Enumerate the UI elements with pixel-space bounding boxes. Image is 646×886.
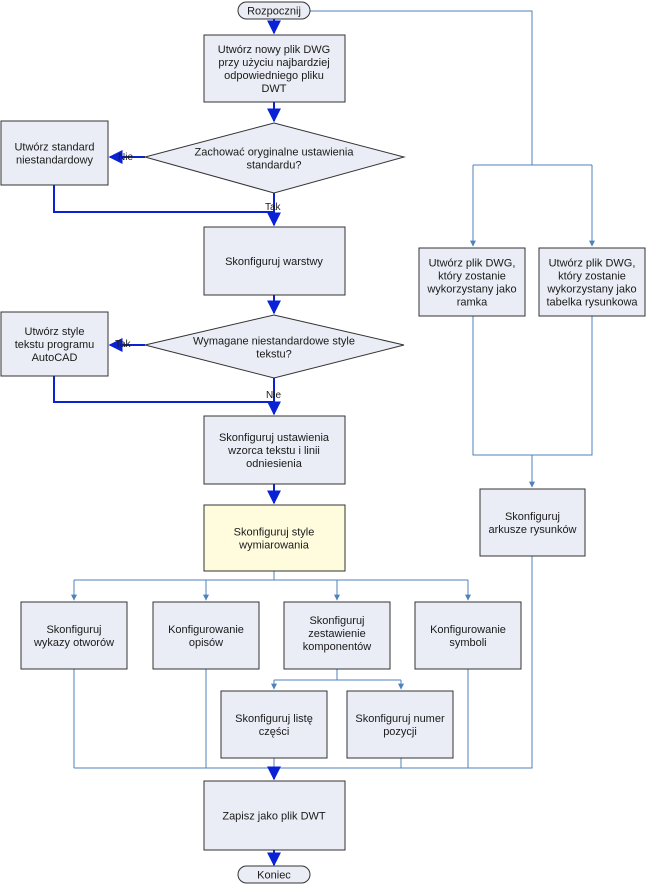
text-line: pozycji <box>383 726 417 738</box>
labels: Rozpocznij Koniec Nie Tak Tak Nie Utwórz… <box>14 6 638 882</box>
configure-dim-styles-box[interactable] <box>203 504 346 572</box>
text-line: arkusze rysunków <box>488 524 576 536</box>
text-line: komponentów <box>303 641 372 653</box>
text-line: Utwórz plik DWG, <box>429 258 516 270</box>
text-line: wykorzystany jako <box>546 284 636 296</box>
label-nie-decision2: Nie <box>266 390 281 401</box>
text-line: Skonfiguruj ustawienia <box>219 432 330 444</box>
text-line: przy użyciu najbardziej <box>218 57 329 69</box>
text-line: ramka <box>457 297 488 309</box>
configure-symbols-box[interactable] <box>414 601 522 670</box>
text-line: Utwórz style <box>25 326 85 338</box>
text-line: odpowiedniego pliku <box>224 70 324 82</box>
create-dwg-box[interactable] <box>203 34 346 103</box>
label-nie-decision1: Nie <box>118 152 133 163</box>
label-tak-decision1: Tak <box>265 202 282 213</box>
text-line: symboli <box>449 637 486 649</box>
text-line: Utwórz plik DWG, <box>549 258 636 270</box>
connector-custom-merge <box>53 185 274 213</box>
save-dwt-box[interactable] <box>203 780 346 851</box>
connector-textstyles-merge <box>53 376 274 403</box>
create-custom-standard-box[interactable] <box>0 120 109 186</box>
start-terminator[interactable] <box>237 1 311 20</box>
start-label: Rozpocznij <box>247 6 301 18</box>
text-line: Utwórz standard <box>14 142 94 154</box>
text-line: Skonfiguruj warstwy <box>225 256 323 268</box>
create-titleblock-dwg-box[interactable] <box>538 247 646 317</box>
text-line: tekstu programu <box>15 339 94 351</box>
configure-parts-list-box[interactable] <box>220 690 328 759</box>
configure-layers-box[interactable] <box>203 226 346 296</box>
text-line: Skonfiguruj style <box>234 527 315 539</box>
text-styles-required-decision[interactable] <box>144 314 405 379</box>
text-line: Skonfiguruj <box>46 624 101 636</box>
text-line: AutoCAD <box>32 352 78 364</box>
text-line: wykorzystany jako <box>426 284 516 296</box>
configure-layers-text: Skonfiguruj warstwy <box>225 256 323 268</box>
end-terminator[interactable] <box>237 865 311 884</box>
save-dwt-text: Zapisz jako plik DWT <box>222 811 326 823</box>
text-line: Zapisz jako plik DWT <box>222 811 326 823</box>
text-line: Skonfiguruj <box>505 511 560 523</box>
text-line: części <box>259 726 290 738</box>
end-label: Koniec <box>257 870 291 882</box>
text-line: zestawienie <box>308 628 365 640</box>
configure-notes-box[interactable] <box>152 601 260 670</box>
configure-balloons-box[interactable] <box>346 690 454 759</box>
text-line: Wymagane niestandardowe style <box>193 336 355 348</box>
text-line: który zostanie <box>438 271 506 283</box>
text-line: Skonfiguruj numer <box>355 713 445 725</box>
connector-frame-merge <box>472 316 593 456</box>
keep-standards-decision[interactable] <box>143 122 406 194</box>
text-line: Konfigurowanie <box>168 624 244 636</box>
create-text-styles-box[interactable] <box>0 311 109 377</box>
text-line: tabelka rysunkowa <box>546 297 638 309</box>
text-line: opisów <box>189 637 223 649</box>
text-line: wzorca tekstu i linii <box>227 445 320 457</box>
connectors <box>53 10 595 867</box>
text-line: tekstu? <box>256 349 291 361</box>
create-frame-dwg-box[interactable] <box>418 247 526 317</box>
text-line: wymiarowania <box>238 540 310 552</box>
text-line: odniesienia <box>246 458 303 470</box>
text-line: DWT <box>261 83 286 95</box>
connector-start-right-branch <box>310 10 533 165</box>
text-line: niestandardowy <box>16 155 94 167</box>
text-line: Utwórz nowy plik DWG <box>218 44 330 56</box>
text-line: wykazy otworów <box>33 637 114 649</box>
configure-text-leader-box[interactable] <box>203 415 346 485</box>
configure-hole-tables-box[interactable] <box>20 601 128 670</box>
configure-bom-box[interactable] <box>283 601 391 670</box>
text-line: Skonfiguruj <box>309 615 364 627</box>
configure-sheets-box[interactable] <box>479 488 586 557</box>
text-line: standardu? <box>246 160 301 172</box>
text-line: Zachować oryginalne ustawienia <box>195 147 355 159</box>
text-line: Skonfiguruj listę <box>235 713 313 725</box>
text-line: Konfigurowanie <box>430 624 506 636</box>
label-tak-decision2: Tak <box>115 339 132 350</box>
text-line: który zostanie <box>558 271 626 283</box>
